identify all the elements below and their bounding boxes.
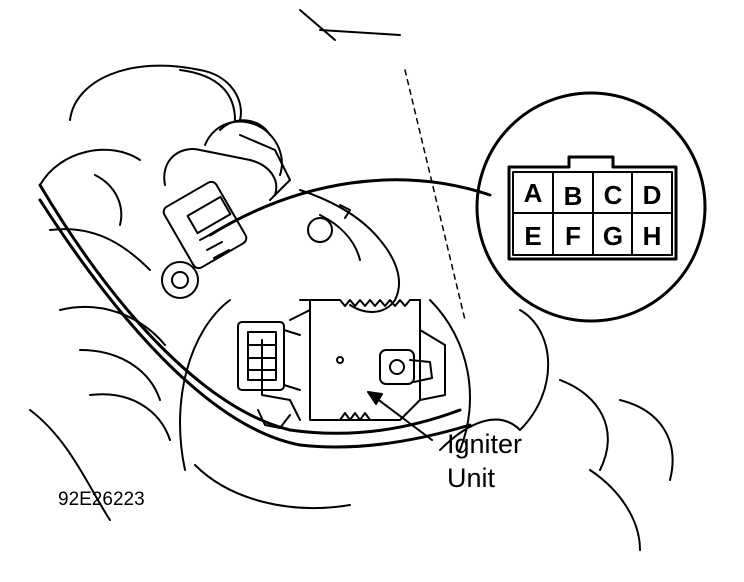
engine-background-lines bbox=[29, 9, 674, 551]
upper-connector-cluster bbox=[161, 119, 400, 313]
distributor-housing bbox=[179, 299, 471, 471]
callout-arrow bbox=[367, 391, 433, 441]
pin-label-a: A bbox=[524, 178, 543, 208]
connector-inset-circle bbox=[475, 91, 707, 323]
igniter-side-connector bbox=[237, 321, 301, 429]
igniter-unit-body bbox=[261, 299, 446, 421]
figure-id: 92E26223 bbox=[58, 489, 145, 510]
wire-harness-outer bbox=[38, 183, 462, 435]
wire-harness-inner bbox=[38, 198, 472, 449]
connector-pin-labels: A B C D E F G H bbox=[524, 178, 662, 251]
pin-label-g: G bbox=[603, 221, 623, 251]
pin-label-c: C bbox=[604, 180, 623, 210]
callout-label-line1: Igniter bbox=[447, 429, 522, 459]
igniter-terminal bbox=[379, 349, 433, 385]
pin-label-b: B bbox=[564, 181, 583, 211]
connector-face bbox=[507, 155, 678, 261]
inset-pointer-line bbox=[208, 178, 492, 237]
callout-label-line2: Unit bbox=[447, 463, 496, 493]
dashed-reference-line bbox=[404, 69, 466, 321]
pin-label-f: F bbox=[565, 221, 581, 251]
pin-label-d: D bbox=[643, 180, 662, 210]
pin-label-e: E bbox=[524, 221, 541, 251]
pin-label-h: H bbox=[643, 221, 662, 251]
